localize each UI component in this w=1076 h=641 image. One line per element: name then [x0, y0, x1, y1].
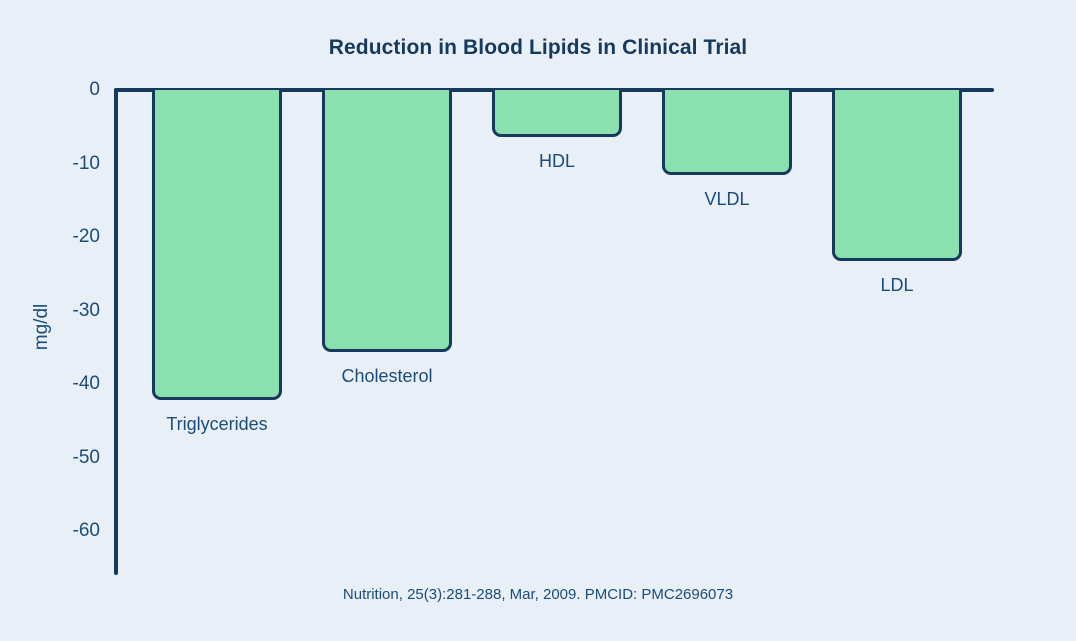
bar-label-cholesterol: Cholesterol — [341, 365, 433, 386]
y-axis-line — [114, 88, 118, 575]
bar-label-vldl: VLDL — [704, 189, 750, 210]
chart-title: Reduction in Blood Lipids in Clinical Tr… — [328, 36, 748, 59]
y-axis-tick-label: -40 — [72, 373, 100, 394]
bar-cholesterol[interactable] — [322, 90, 452, 352]
bar-hdl[interactable] — [492, 90, 622, 138]
bar-triglycerides[interactable] — [152, 90, 282, 401]
y-axis-tick-label: -60 — [72, 520, 100, 541]
bar-ldl[interactable] — [832, 90, 962, 262]
y-axis-tick-label: -10 — [72, 152, 100, 174]
bar-vldl[interactable] — [662, 90, 792, 176]
y-axis-tick-label: -30 — [72, 299, 100, 321]
y-axis-tick-label: -50 — [72, 446, 100, 468]
bar-label-ldl: LDL — [880, 275, 914, 296]
y-axis-tick-label: -20 — [72, 226, 100, 247]
y-axis-tick-label: 0 — [89, 79, 100, 100]
bar-label-hdl: HDL — [538, 151, 576, 172]
chart-footnote: Nutrition, 25(3):281-288, Mar, 2009. PMC… — [342, 586, 734, 603]
y-axis-title: mg/dl — [31, 303, 52, 351]
bar-label-triglycerides: Triglycerides — [166, 414, 268, 435]
